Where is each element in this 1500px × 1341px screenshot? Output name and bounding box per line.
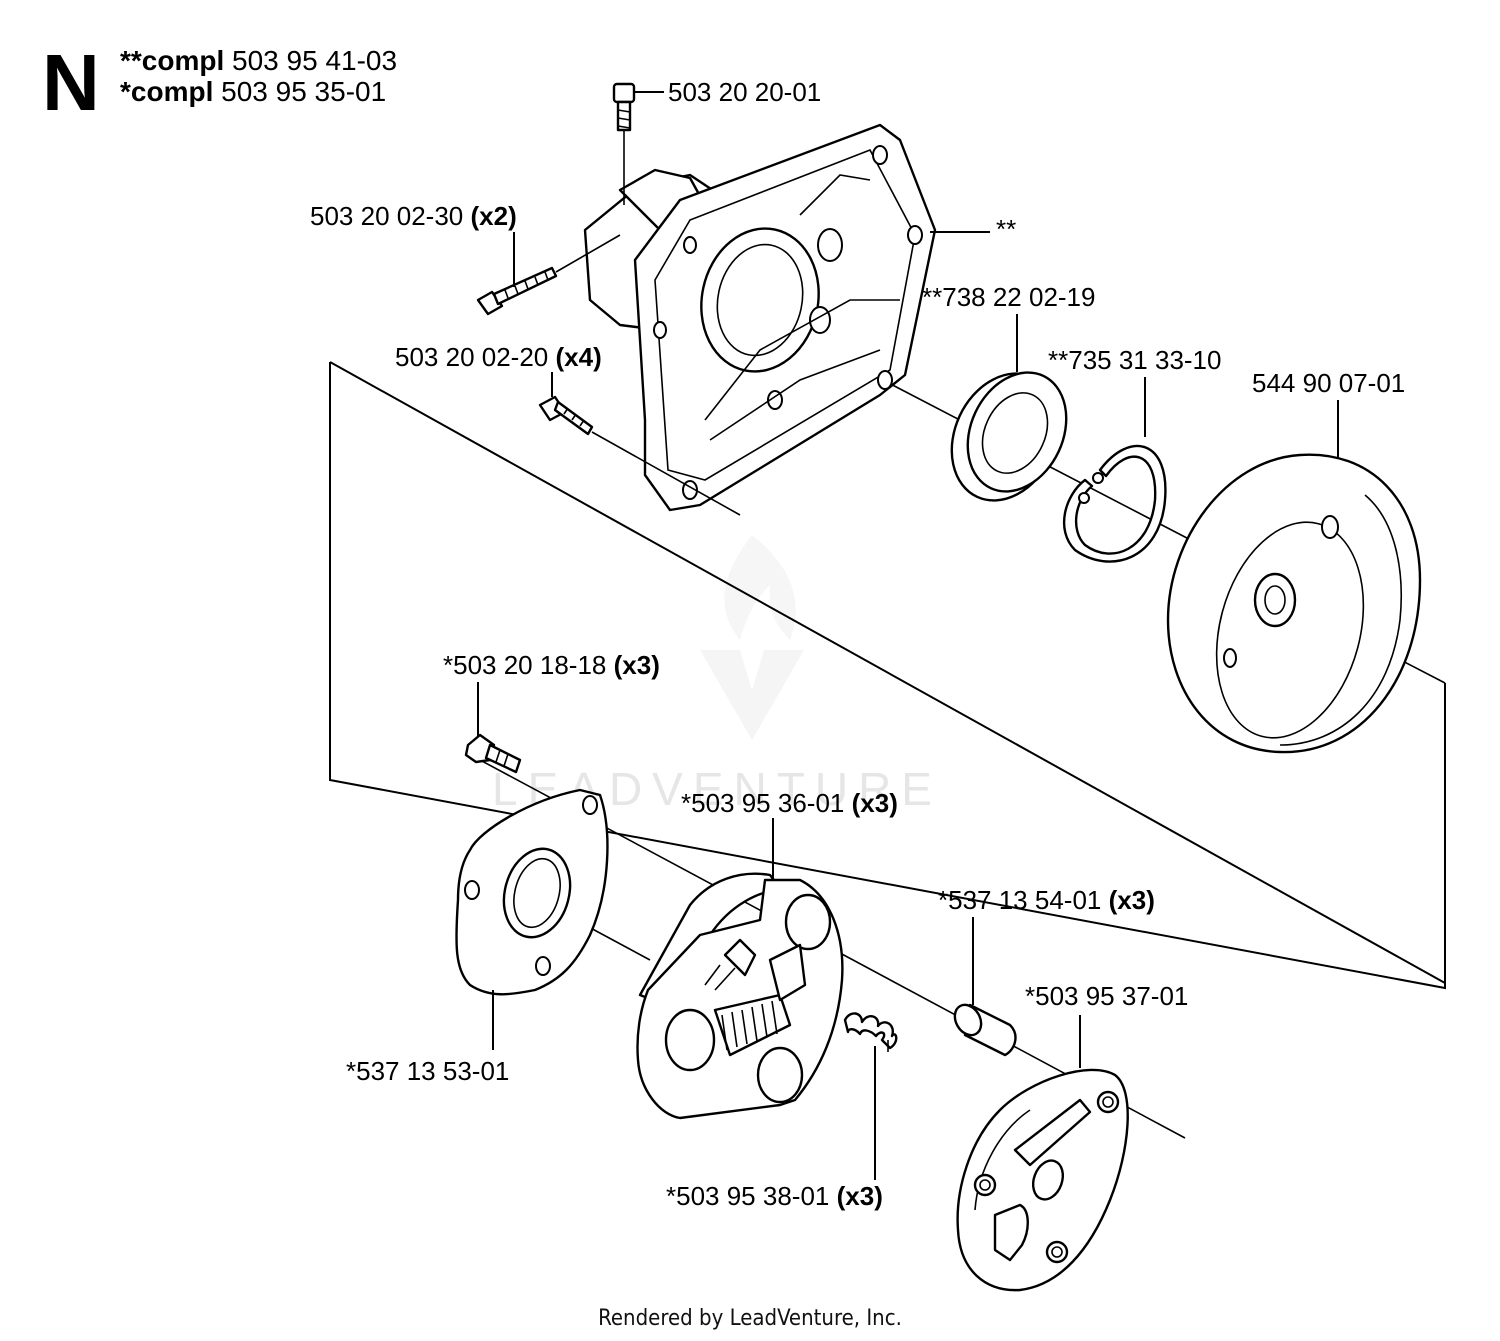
label-circlip: **735 31 33-10 (1048, 345, 1221, 375)
bolt (464, 733, 522, 774)
label-spring: *503 95 38-01 (x3) (666, 1181, 883, 1211)
assembly-outline-diagonal (329, 361, 1446, 984)
label-screw-side: 503 20 02-30 (x2) (310, 201, 517, 231)
section-letter: N (42, 38, 100, 127)
spring (843, 1012, 898, 1052)
assembly-outline (329, 362, 1446, 990)
label-bearing: **738 22 02-19 (922, 282, 1095, 312)
clutch-housing (583, 123, 937, 512)
bushing (953, 1003, 1017, 1057)
bearing (950, 371, 1068, 502)
label-screw-small: 503 20 02-20 (x4) (395, 342, 602, 372)
header-line-2: *compl 503 95 35-01 (120, 76, 386, 107)
label-bushing: *537 13 54-01 (x3) (938, 885, 1155, 915)
label-housing: ** (996, 214, 1016, 244)
screw-small (538, 395, 741, 516)
label-drum: 544 90 07-01 (1252, 368, 1405, 398)
clutch-hub (956, 1068, 1129, 1292)
label-hub: *503 95 37-01 (1025, 981, 1188, 1011)
label-plate: *537 13 53-01 (346, 1056, 509, 1086)
clutch-shoes (636, 872, 844, 1120)
header-line-1: **compl 503 95 41-03 (120, 45, 397, 76)
label-screw-top: 503 20 20-01 (668, 77, 821, 107)
label-shoe: *503 95 36-01 (x3) (681, 788, 898, 818)
circlip (1062, 444, 1167, 563)
watermark-logo-icon (700, 535, 804, 740)
clutch-plate (455, 788, 609, 996)
label-bolt: *503 20 18-18 (x3) (443, 650, 660, 680)
screw-side (476, 234, 621, 316)
clutch-drum (1166, 453, 1422, 754)
footer-credit: Rendered by LeadVenture, Inc. (598, 1306, 902, 1331)
